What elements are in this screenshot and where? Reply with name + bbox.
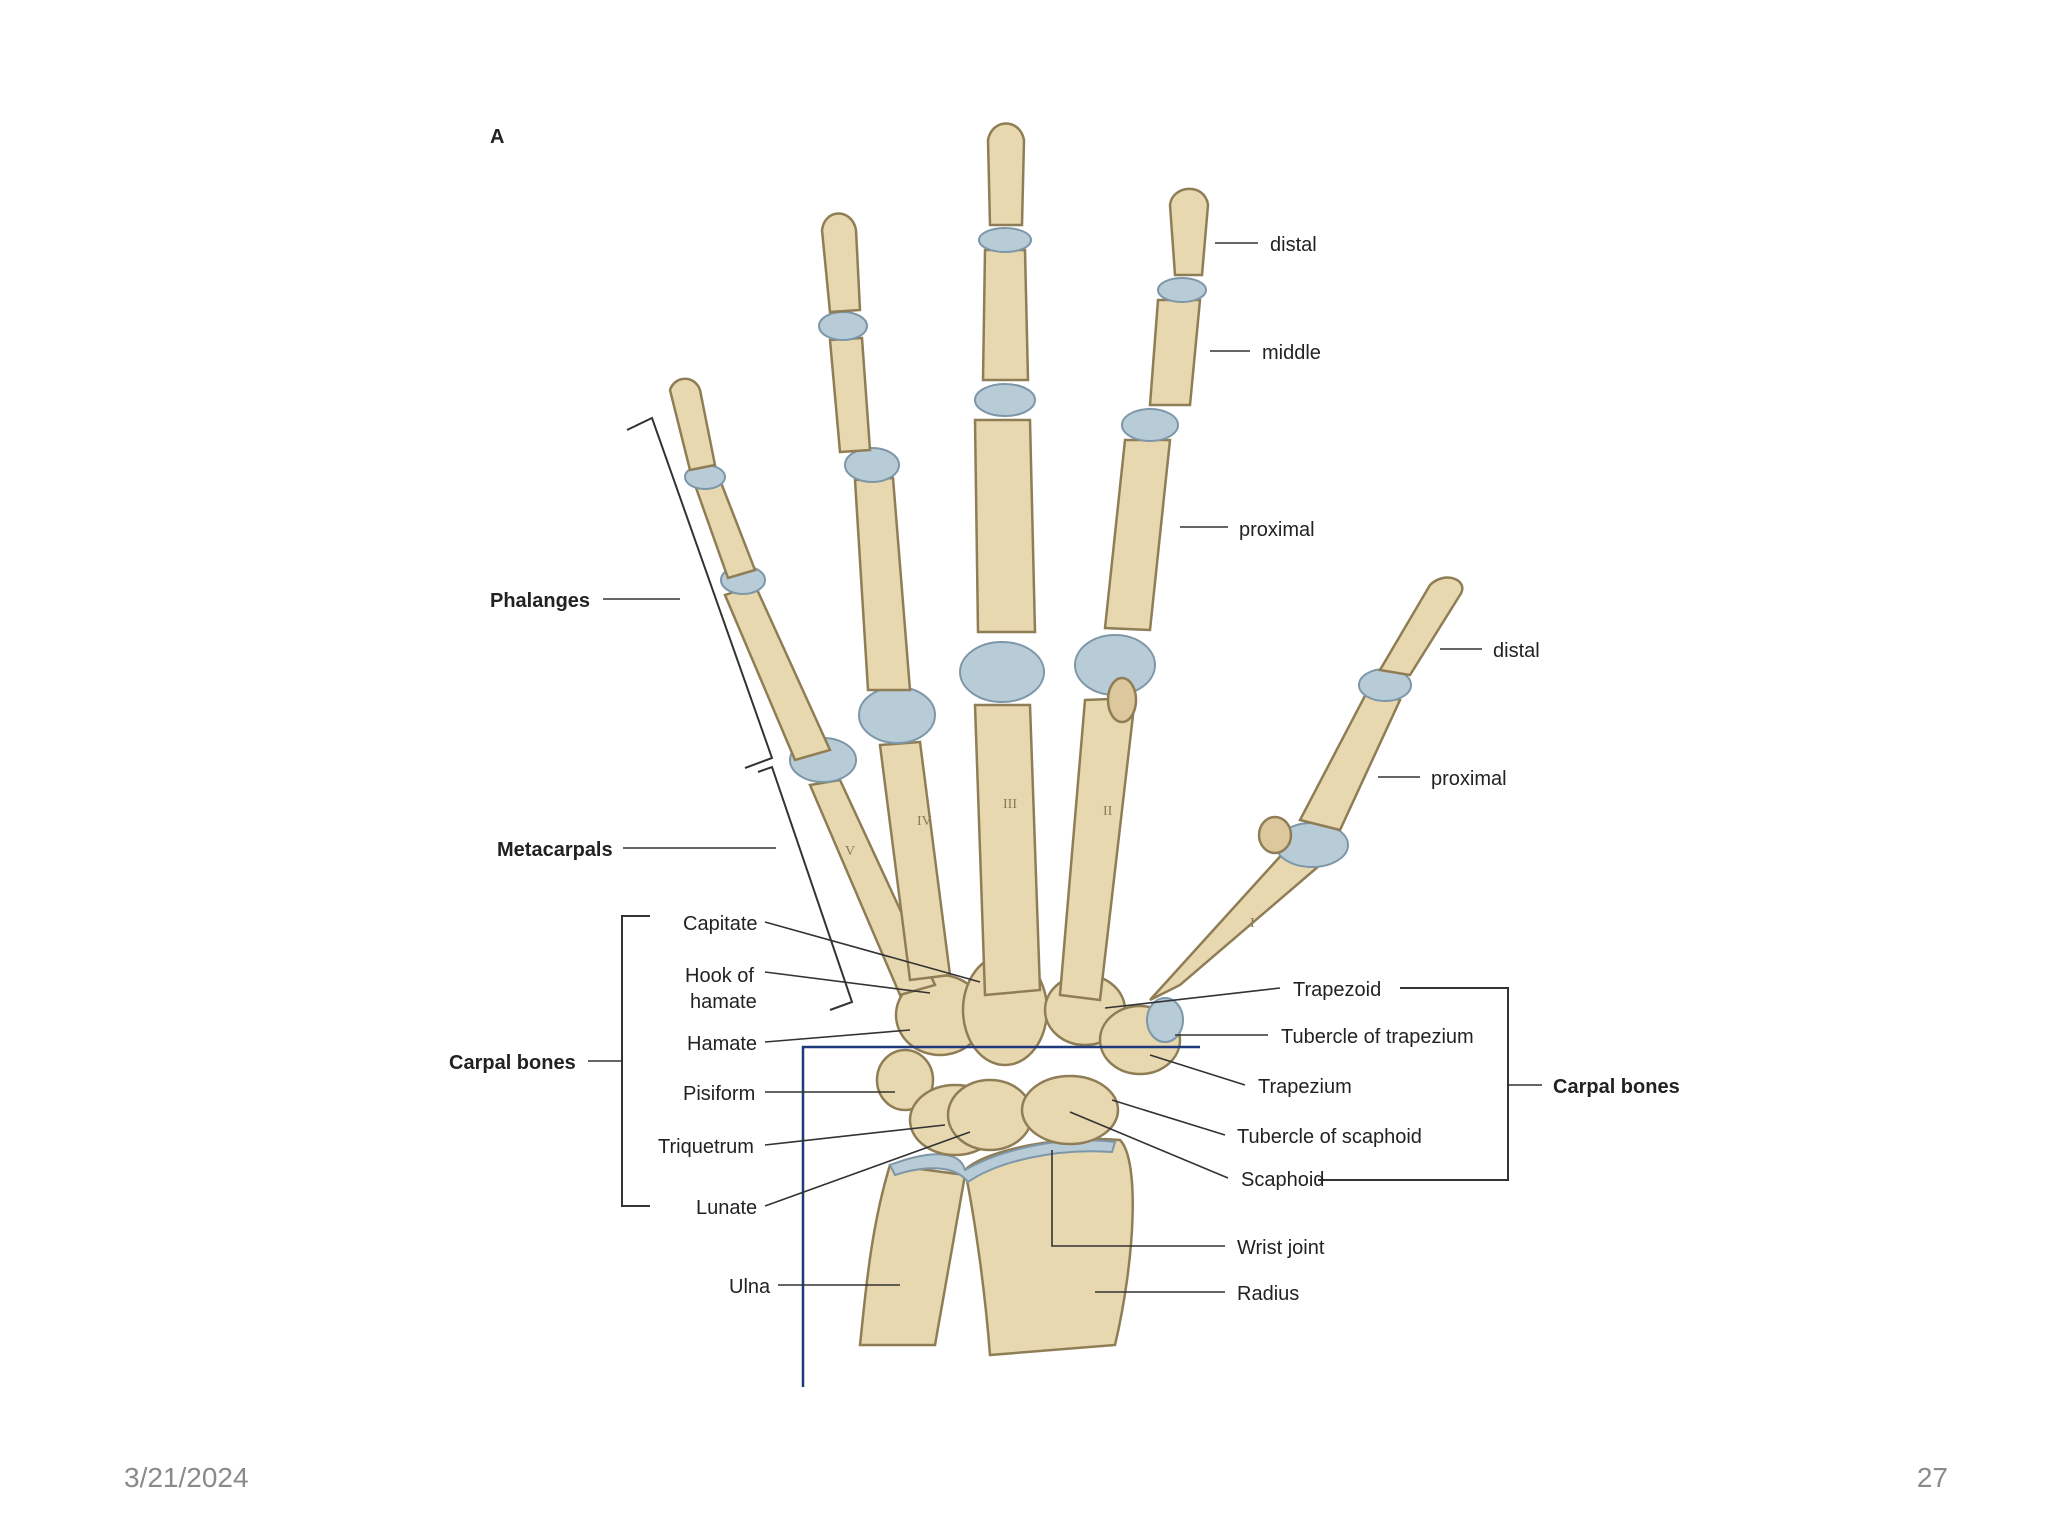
label-tubercle-of-trapezium: Tubercle of trapezium: [1281, 1026, 1474, 1048]
label-distal-finger: distal: [1270, 234, 1317, 256]
numeral-iii: III: [1003, 797, 1017, 812]
label-trapezoid: Trapezoid: [1293, 979, 1381, 1001]
finger-iv: [818, 212, 952, 982]
label-tubercle-of-scaphoid: Tubercle of scaphoid: [1237, 1126, 1422, 1148]
label-triquetrum: Triquetrum: [658, 1136, 754, 1158]
pisiform-bone: [875, 1048, 935, 1112]
leader-lines: [588, 242, 1542, 1293]
label-phalanges: Phalanges: [490, 590, 590, 612]
label-hamate: Hamate: [687, 1033, 757, 1055]
finger-i-thumb: [1149, 576, 1464, 1002]
trapezium-cartilage: [1146, 997, 1184, 1043]
label-capitate: Capitate: [683, 913, 758, 935]
footer-date: 3/21/2024: [124, 1462, 249, 1493]
label-scaphoid: Scaphoid: [1241, 1169, 1324, 1191]
label-lunate: Lunate: [696, 1197, 757, 1219]
finger-v: [668, 377, 937, 997]
label-carpal-bones-right: Carpal bones: [1553, 1076, 1680, 1098]
numeral-ii: II: [1103, 804, 1113, 819]
radius-bone: [963, 1137, 1134, 1357]
label-middle-finger: middle: [1262, 342, 1321, 364]
label-wrist-joint: Wrist joint: [1237, 1237, 1325, 1259]
finger-ii: [1058, 187, 1210, 1002]
label-proximal-finger: proximal: [1239, 519, 1315, 541]
wrist-joint-cartilage: [888, 1139, 1117, 1184]
ulna-bone: [858, 1163, 967, 1347]
label-trapezium: Trapezium: [1258, 1076, 1352, 1098]
label-metacarpals: Metacarpals: [497, 839, 613, 861]
footer-page-number: 27: [1916, 1462, 1948, 1493]
label-pisiform: Pisiform: [683, 1083, 755, 1105]
label-carpal-bones-left: Carpal bones: [449, 1052, 576, 1074]
hand-bones-illustration: [668, 122, 1464, 1357]
scaphoid-bone: [1020, 1074, 1120, 1146]
label-proximal-thumb: proximal: [1431, 768, 1507, 790]
label-ulna: Ulna: [729, 1276, 771, 1298]
label-radius: Radius: [1237, 1283, 1299, 1305]
finger-iii: [959, 122, 1045, 997]
label-hook-of-hamate-1: Hook of: [685, 965, 754, 987]
numeral-iv: IV: [917, 814, 932, 829]
label-hook-of-hamate-2: hamate: [690, 991, 757, 1013]
numeral-i: I: [1250, 916, 1255, 931]
labels: distal middle proximal distal proximal P…: [449, 234, 1680, 1305]
panel-label: A: [490, 126, 504, 148]
numeral-v: V: [845, 844, 855, 859]
label-distal-thumb: distal: [1493, 640, 1540, 662]
lunate-bone: [946, 1078, 1034, 1152]
section-line: [801, 1045, 1200, 1387]
